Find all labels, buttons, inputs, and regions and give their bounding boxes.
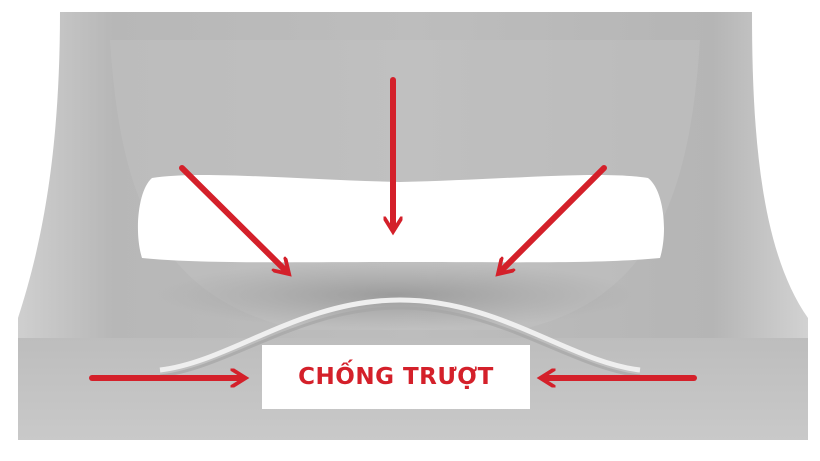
anti-slip-ridge-shade <box>159 306 641 378</box>
label-box: CHỐNG TRƯỢT <box>262 345 530 409</box>
anti-slip-label: CHỐNG TRƯỢT <box>298 364 494 390</box>
contact-shadow <box>155 261 635 329</box>
arrow-down-left <box>502 165 607 270</box>
arrow-down-right <box>179 165 285 270</box>
anti-slip-ridge <box>159 297 641 373</box>
